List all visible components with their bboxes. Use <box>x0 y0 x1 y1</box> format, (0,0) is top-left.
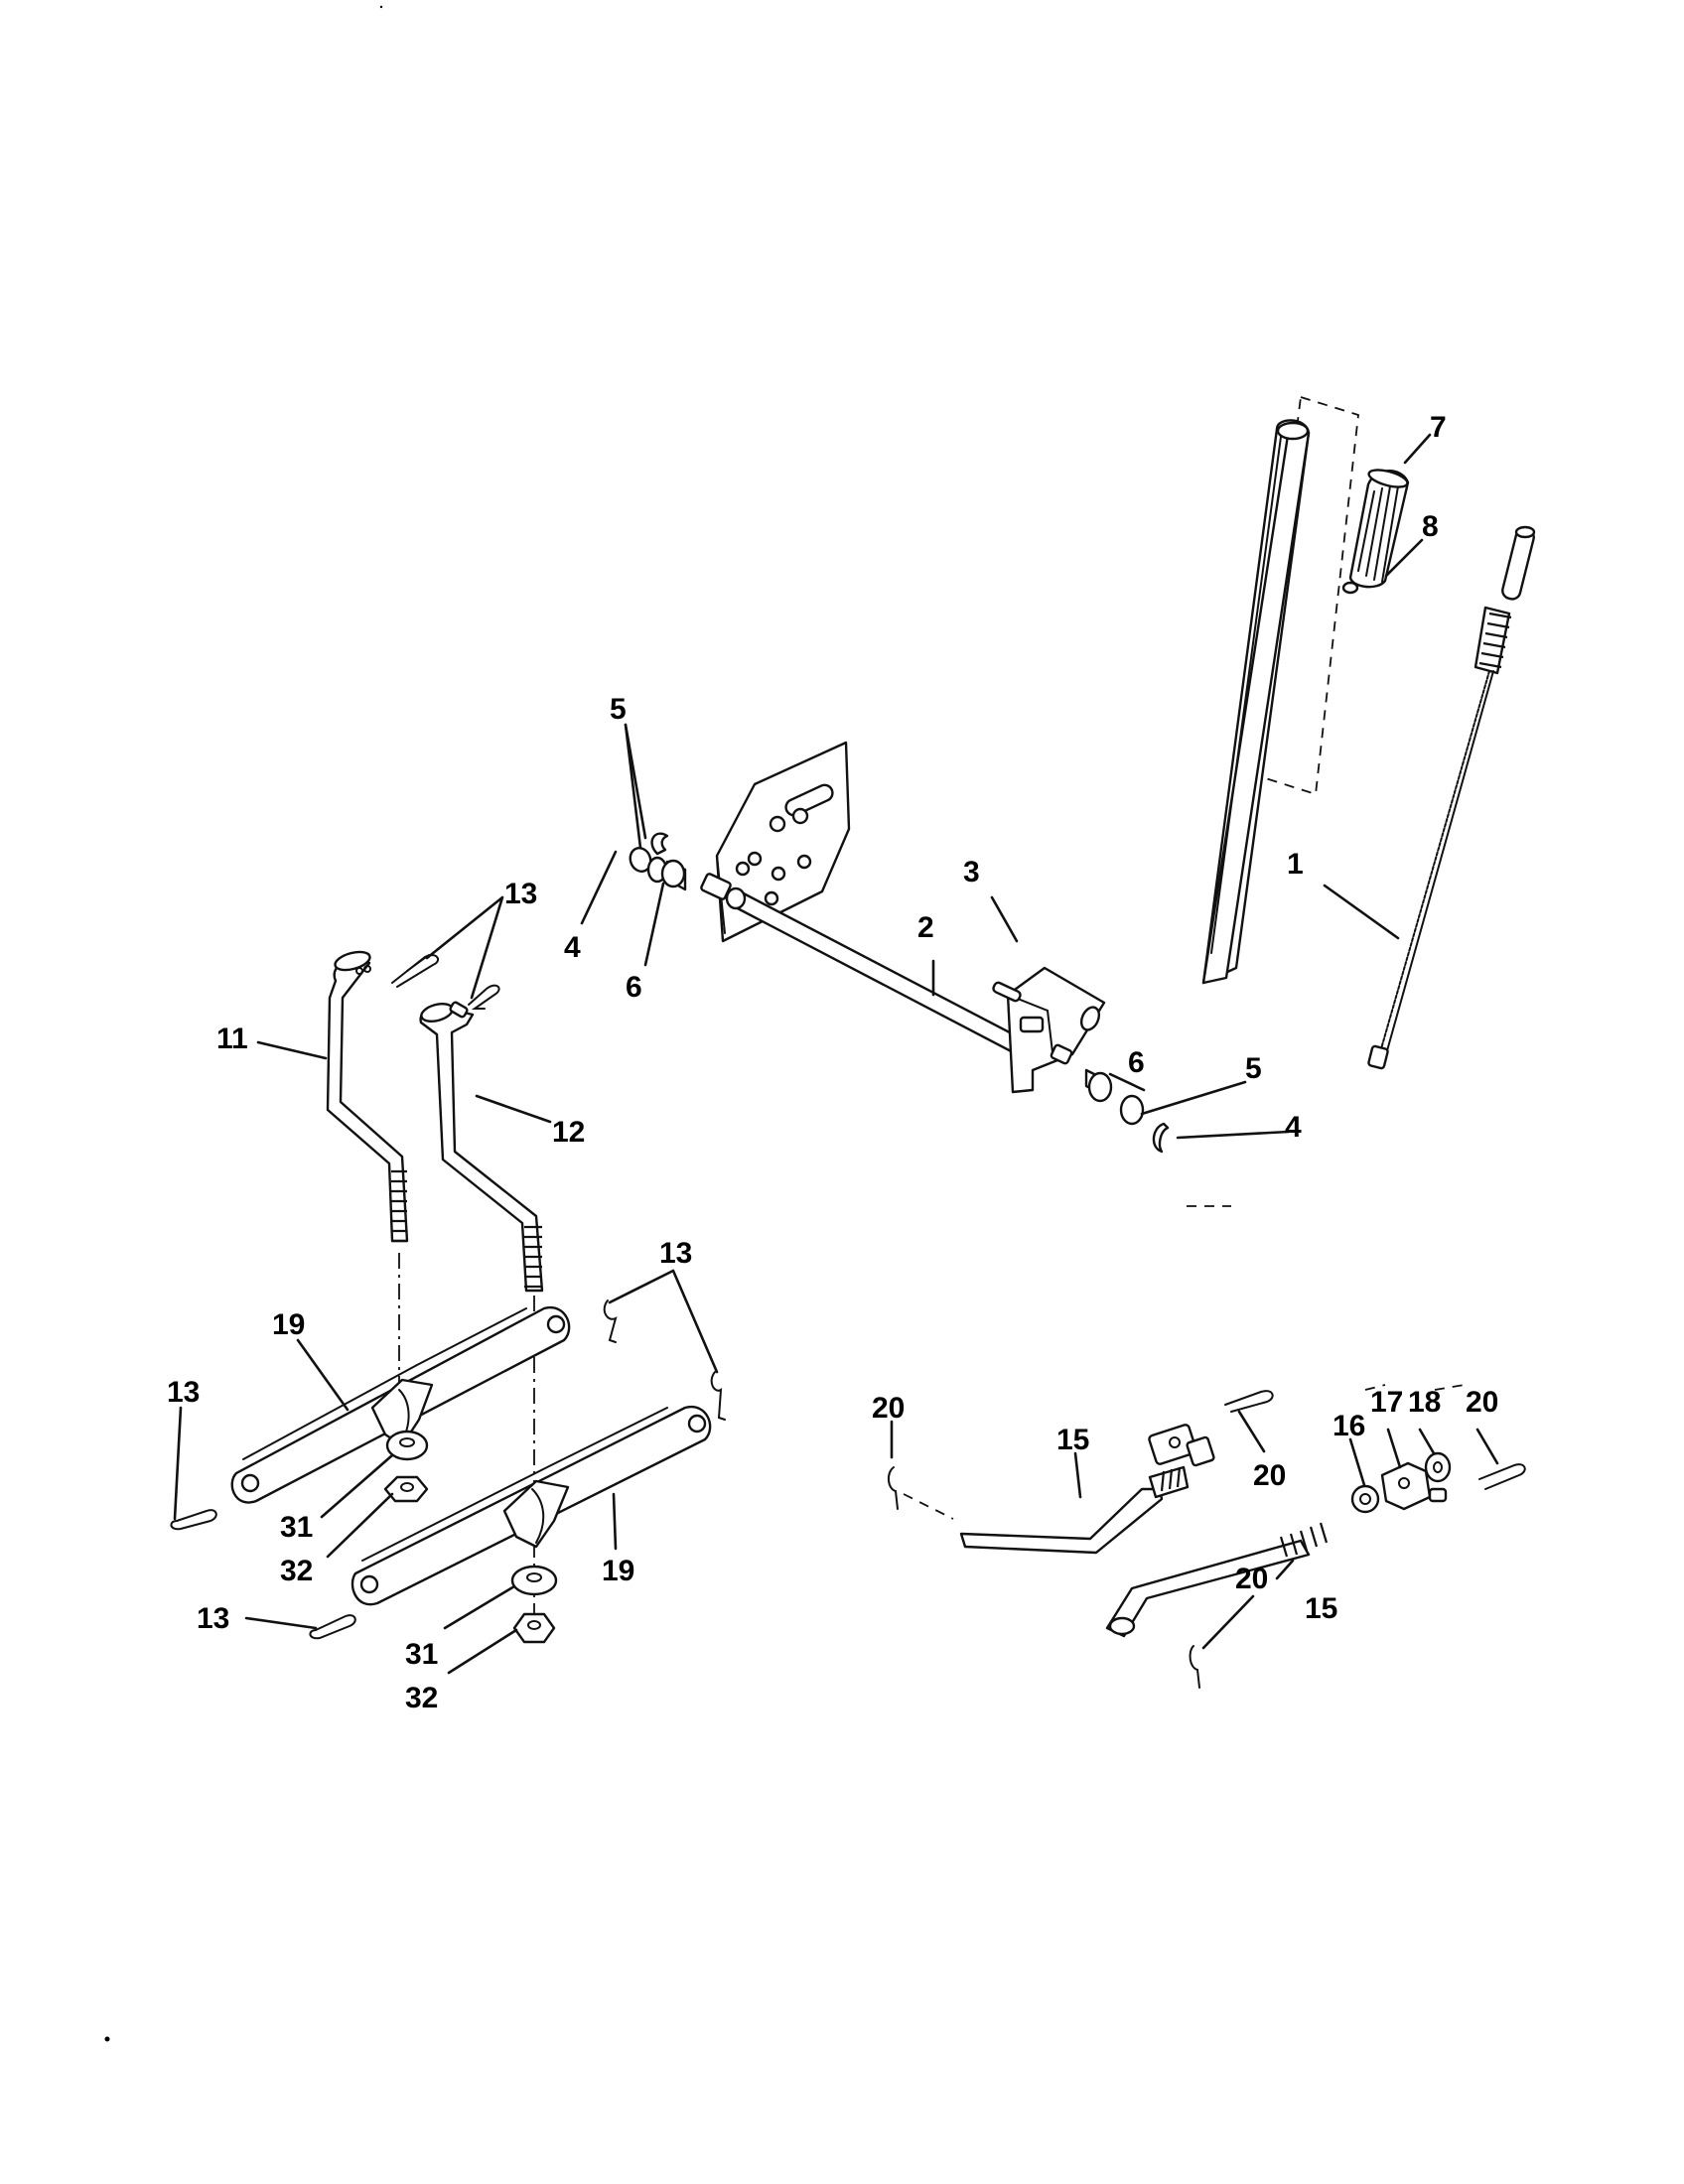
knob-insert <box>1341 581 1359 595</box>
callout-18: 18 <box>1408 1386 1441 1419</box>
right-bushing-group <box>1084 1068 1170 1154</box>
lift-arm-lower <box>351 1405 712 1606</box>
callout-16: 16 <box>1333 1410 1365 1442</box>
callout-6-upper: 6 <box>626 971 642 1004</box>
callout-6-lower: 6 <box>1128 1046 1145 1079</box>
callout-20-right: 20 <box>1466 1386 1498 1419</box>
hairpin-clips-20 <box>888 1390 1526 1689</box>
scan-specks <box>104 5 383 2042</box>
callout-17: 17 <box>1370 1386 1403 1419</box>
lift-link-right <box>419 1001 544 1293</box>
callout-4-upper: 4 <box>564 931 581 964</box>
callout-13-left: 13 <box>167 1376 200 1409</box>
callout-2: 2 <box>917 911 934 944</box>
callout-labels: 7 8 1 3 2 5 4 6 6 5 4 13 11 12 13 19 13 … <box>167 411 1498 1714</box>
callout-31-right: 31 <box>405 1638 438 1671</box>
callout-19-upper: 19 <box>272 1308 305 1341</box>
adjust-rod-lower <box>1105 1522 1329 1638</box>
roll-pin <box>992 981 1022 1003</box>
callout-1: 1 <box>1287 848 1304 881</box>
lift-shaft <box>700 873 1027 1056</box>
spring-rod <box>1367 525 1536 1070</box>
handle-bracket <box>1006 966 1106 1094</box>
handle-grip <box>1348 469 1410 589</box>
callout-7: 7 <box>1430 411 1447 444</box>
hairpin-clips-13 <box>170 954 726 1640</box>
callout-8: 8 <box>1422 510 1439 543</box>
callout-12: 12 <box>552 1116 585 1149</box>
callout-3: 3 <box>963 856 980 888</box>
callout-11: 11 <box>216 1023 248 1055</box>
callout-32-right: 32 <box>405 1682 438 1714</box>
callout-19-lower: 19 <box>602 1555 634 1587</box>
centerlines <box>398 1205 1466 1638</box>
callout-15-lower: 15 <box>1305 1592 1337 1625</box>
callout-20-bottom: 20 <box>1235 1563 1268 1595</box>
callout-13-top: 13 <box>504 878 537 910</box>
callout-13-right: 13 <box>659 1237 692 1270</box>
callout-32-left: 32 <box>280 1555 313 1587</box>
callout-5-lower: 5 <box>1245 1052 1262 1085</box>
left-bushing-group <box>629 832 687 891</box>
callout-5-upper: 5 <box>610 693 627 726</box>
callout-4-lower: 4 <box>1285 1111 1302 1144</box>
adjust-hardware <box>1350 1451 1452 1514</box>
lift-arm-upper <box>230 1305 571 1504</box>
callout-13-bottom: 13 <box>197 1602 229 1635</box>
callout-31-left: 31 <box>280 1511 313 1544</box>
callout-15-upper: 15 <box>1056 1424 1089 1456</box>
spacers-and-nuts <box>383 1430 558 1644</box>
mounting-bracket <box>715 741 851 943</box>
callout-20-middle: 20 <box>1253 1459 1286 1492</box>
callout-20-left: 20 <box>872 1392 905 1425</box>
lift-link-left <box>326 950 409 1243</box>
leader-lines <box>173 433 1499 1675</box>
adjust-rod-upper <box>959 1424 1215 1555</box>
lift-handle <box>1201 419 1311 985</box>
